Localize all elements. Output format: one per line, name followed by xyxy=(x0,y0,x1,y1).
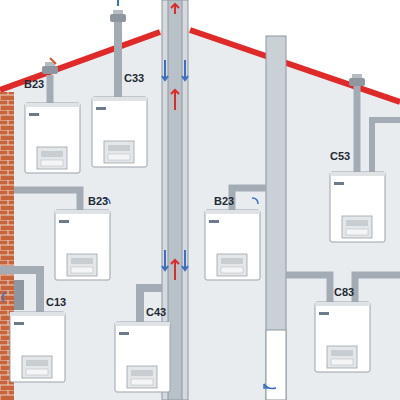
flue-type-label: B23 xyxy=(24,78,44,90)
flue-type-label: C83 xyxy=(334,286,354,298)
flue-type-label: C33 xyxy=(124,72,144,84)
flue-type-label: B23 xyxy=(88,195,108,207)
flue-type-label: C53 xyxy=(330,150,350,162)
flue-type-label: C43 xyxy=(146,306,166,318)
flue-type-label: B23 xyxy=(214,195,234,207)
flue-type-label: C13 xyxy=(46,296,66,308)
